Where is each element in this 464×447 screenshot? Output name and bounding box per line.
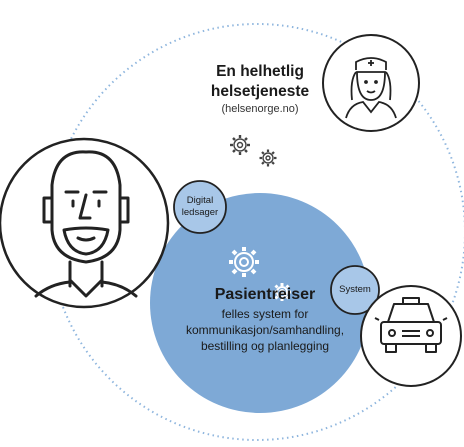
pasientreiser-line2: kommunikasjon/samhandling, — [185, 323, 345, 337]
system-label: System — [339, 284, 371, 295]
service-title: En helhetlig helsetjeneste — [180, 62, 340, 102]
pasientreiser-description: felles system for kommunikasjon/samhandl… — [150, 306, 380, 354]
small-gears-icon — [230, 135, 277, 167]
pasientreiser-line3: bestilling og planlegging — [200, 339, 330, 353]
pasientreiser-line1: felles system for — [221, 307, 309, 321]
digital-ledsager-label: Digital ledsager — [174, 195, 226, 219]
pasientreiser-title: Pasientreiser — [214, 286, 316, 303]
service-title-line1: En helhetlig — [216, 63, 304, 80]
person-node — [0, 137, 170, 309]
pasientreiser-circle — [150, 193, 370, 413]
nurse-icon — [345, 57, 397, 119]
taxi-icon — [374, 297, 448, 353]
digital-label-line2: ledsager — [181, 207, 219, 218]
digital-node — [173, 180, 227, 234]
gears-icon — [229, 247, 291, 301]
service-title-line2: helsetjeneste — [210, 83, 310, 100]
digital-label-line1: Digital — [186, 195, 214, 206]
nurse-node — [322, 34, 420, 132]
system-label-node — [330, 265, 380, 315]
service-subtitle: (helsenorge.no) — [221, 103, 299, 115]
person-icon — [34, 150, 138, 298]
